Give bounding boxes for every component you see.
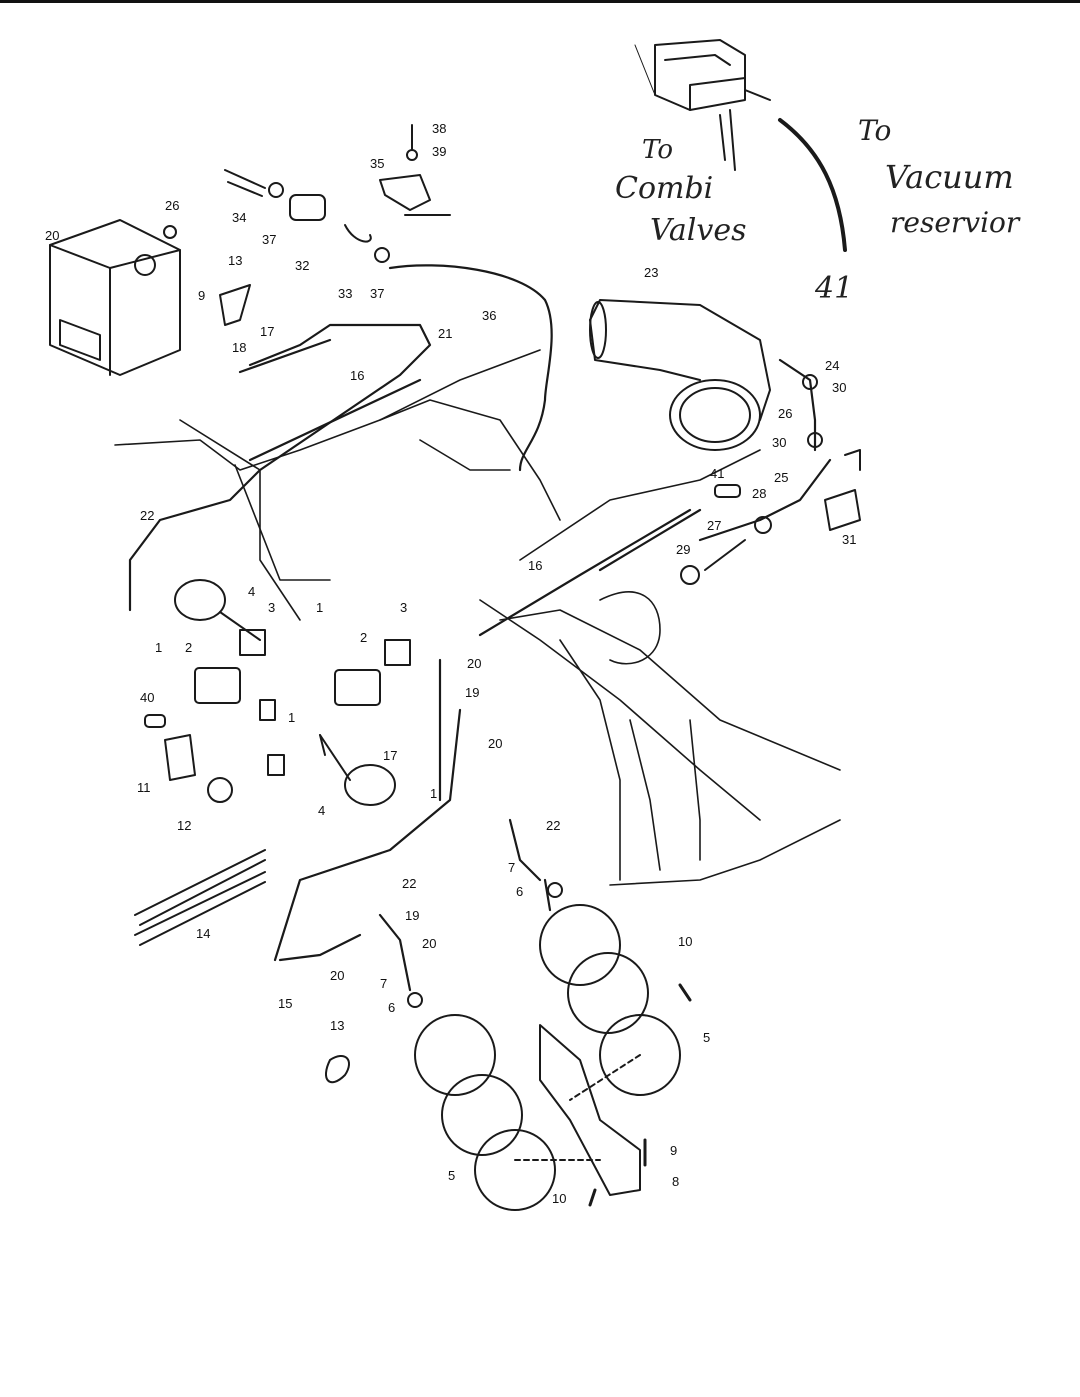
callout: 1 [288,710,295,725]
callout: 16 [528,558,542,573]
callout-labels: 38 39 35 26 20 9 34 37 32 33 37 36 13 17… [45,121,856,1206]
callout: 35 [370,156,384,171]
callout: 20 [488,736,502,751]
callout: 21 [438,326,452,341]
callout: 6 [388,1000,395,1015]
vacuum-note-line1: To [858,114,891,147]
callout: 34 [232,210,246,225]
callout: 20 [467,656,481,671]
callout: 19 [465,685,479,700]
intake-pipe [589,299,771,451]
callout: 5 [703,1030,710,1045]
callout: 23 [644,265,658,280]
top-border [0,0,1080,3]
callout: 40 [140,690,154,705]
callout: 31 [842,532,856,547]
solenoid-valve-sketch [634,39,847,252]
vacuum-reservoirs [414,904,681,1211]
vacuum-note-line3: reservior [890,206,1021,239]
callout: 3 [268,600,275,615]
callout: 1 [316,600,323,615]
callout: 1 [430,786,437,801]
callout: 1 [155,640,162,655]
callout: 9 [198,288,205,303]
callout: 2 [360,630,367,645]
callout: 4 [248,584,255,599]
callout: 19 [405,908,419,923]
callout: 18 [232,340,246,355]
callout: 37 [370,286,384,301]
callout: 15 [278,996,292,1011]
callout: 13 [330,1018,344,1033]
callout: 30 [772,435,786,450]
callout: 32 [295,258,309,273]
callout: 28 [752,486,766,501]
handwritten-annotations: To Combi Valves To Vacuum reservior 41 [615,114,1021,306]
callout: 16 [350,368,364,383]
callout: 22 [546,818,560,833]
callout: 3 [400,600,407,615]
callout: 33 [338,286,352,301]
combi-note-line2: Combi [615,171,713,206]
engine-outline [114,349,841,886]
callout: 20 [330,968,344,983]
callout: 25 [774,470,788,485]
callout: 10 [552,1191,566,1206]
vacuum-actuators [164,579,411,806]
callout: 11 [137,780,151,795]
callout: 7 [380,976,387,991]
callout: 17 [260,324,274,339]
callout: 4 [318,803,325,818]
callout: 39 [432,144,446,159]
callout: 17 [383,748,397,763]
callout: 12 [177,818,191,833]
callout: 29 [676,542,690,557]
callout: 20 [45,228,59,243]
cable-ties [134,849,266,946]
callout: 30 [832,380,846,395]
callout: 9 [670,1143,677,1158]
combi-note-line1: To [642,135,673,165]
callout: 10 [678,934,692,949]
small-fittings [144,124,861,1207]
callout: 14 [196,926,210,941]
callout: 7 [508,860,515,875]
vacuum-note-line2: Vacuum [885,158,1014,196]
callout: 27 [707,518,721,533]
callout: 24 [825,358,839,373]
callout: 26 [778,406,792,421]
callout: 38 [432,121,446,136]
callout: 6 [516,884,523,899]
callout: 37 [262,232,276,247]
callout: 5 [448,1168,455,1183]
callout: 20 [422,936,436,951]
callout: 22 [140,508,154,523]
callout: 26 [165,198,179,213]
callout: 36 [482,308,496,323]
hose-lines [128,264,832,992]
callout: 2 [185,640,192,655]
callout: 13 [228,253,242,268]
callout: 41 [710,466,724,481]
cover-box [49,219,181,376]
callout: 22 [402,876,416,891]
combi-note-line3: Valves [650,213,747,248]
callout: 8 [672,1174,679,1189]
part-41-note: 41 [814,271,853,306]
